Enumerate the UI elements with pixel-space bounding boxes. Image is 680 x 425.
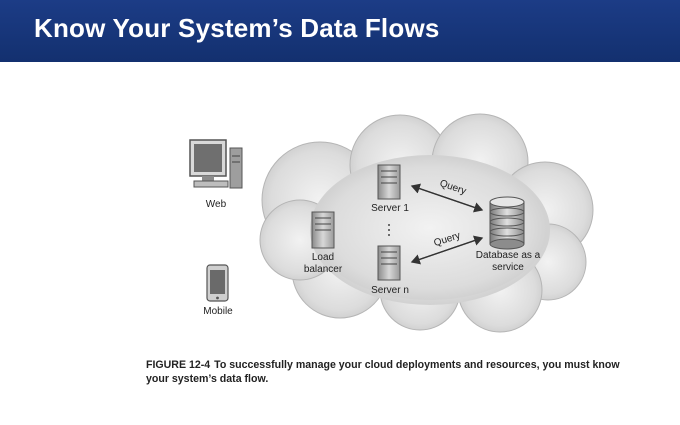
server-1-label: Server 1 bbox=[371, 203, 409, 214]
figure-number: FIGURE 12-4 bbox=[146, 359, 211, 371]
server-n-icon bbox=[377, 245, 401, 281]
load-balancer-label: Load balancer bbox=[303, 252, 343, 275]
load-balancer-server-icon bbox=[311, 211, 335, 249]
slide-title: Know Your System’s Data Flows bbox=[34, 13, 440, 43]
query-arrow-bottom bbox=[410, 235, 484, 265]
slide-header: Know Your System’s Data Flows bbox=[0, 0, 680, 62]
servers-ellipsis-dots bbox=[388, 224, 390, 236]
caption-text: To successfully manage your cloud deploy… bbox=[146, 359, 620, 385]
database-icon bbox=[489, 196, 525, 250]
query-arrow-top bbox=[410, 183, 484, 213]
server-n-label: Server n bbox=[371, 285, 409, 296]
mobile-phone-icon bbox=[206, 264, 229, 302]
database-label: Database as a service bbox=[475, 250, 541, 273]
server-1-icon bbox=[377, 164, 401, 200]
desktop-computer-icon bbox=[189, 139, 243, 189]
web-label: Web bbox=[205, 199, 227, 210]
mobile-label: Mobile bbox=[203, 306, 233, 317]
